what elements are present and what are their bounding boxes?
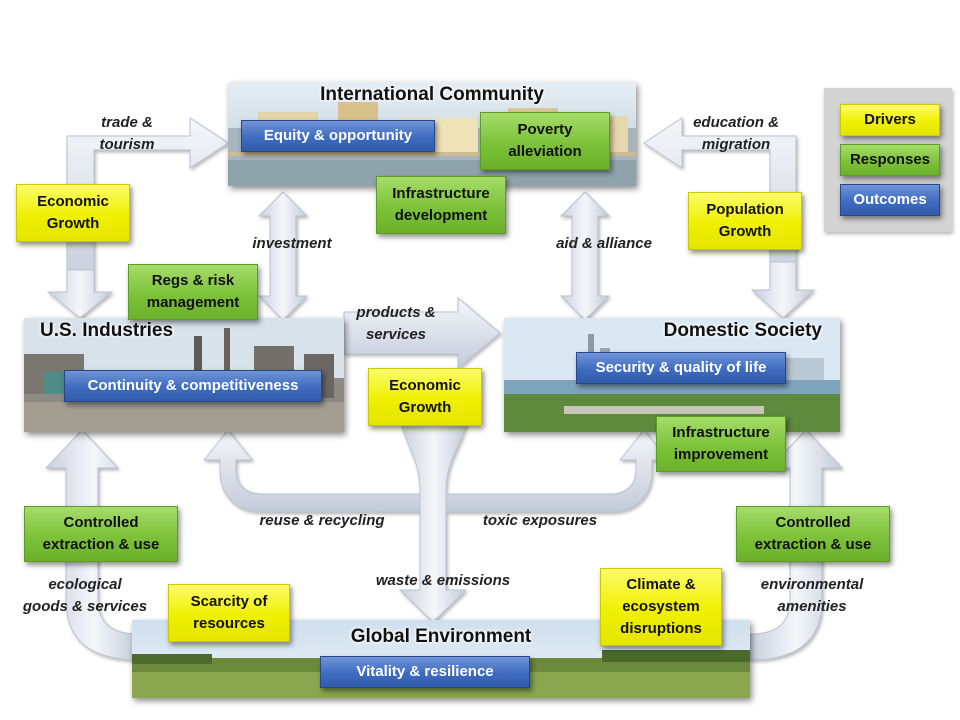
domestic-society-title: Domestic Society xyxy=(663,320,822,341)
legend-drivers: Drivers xyxy=(840,104,940,136)
driver-population-line-2: Growth xyxy=(718,223,772,240)
response-controlled-extraction-right: Controlled extraction & use xyxy=(736,506,890,562)
legend-responses: Responses xyxy=(840,144,940,176)
flow-label-aid-alliance: aid & alliance xyxy=(556,235,652,252)
flow-label-environmental-amenities: environmental amenities xyxy=(744,574,880,618)
flow-environmental-line-1: environmental xyxy=(760,576,864,593)
response-controlled-right-line-1: Controlled xyxy=(775,514,851,531)
international-community-title: International Community xyxy=(320,84,544,105)
driver-scarcity-line-1: Scarcity of xyxy=(190,593,268,610)
us-industries-title: U.S. Industries xyxy=(40,320,174,341)
outcome-vitality-resilience: Vitality & resilience xyxy=(320,656,530,688)
flow-ecological-line-2: goods & services xyxy=(22,598,148,615)
flow-ecological-line-1: ecological xyxy=(48,576,122,593)
flow-label-ecological-goods: ecological goods & services xyxy=(10,574,160,618)
legend: Drivers Responses Outcomes xyxy=(824,88,952,232)
flow-label-trade-tourism: trade & tourism xyxy=(86,112,168,156)
response-regs-line-1: Regs & risk xyxy=(151,272,235,289)
response-infra-dev-line-2: development xyxy=(394,207,488,224)
flow-education-line-1: education & xyxy=(693,114,779,131)
response-infrastructure-improvement: Infrastructure improvement xyxy=(656,416,786,472)
response-poverty-alleviation: Poverty alleviation xyxy=(480,112,610,170)
flow-products-line-1: products & xyxy=(356,304,436,321)
flow-label-products-services: products & services xyxy=(346,302,446,346)
response-infra-dev-line-1: Infrastructure xyxy=(392,185,490,202)
driver-climate-line-1: Climate & xyxy=(626,576,696,593)
driver-climate-line-3: disruptions xyxy=(620,620,702,637)
flow-label-toxic-exposures: toxic exposures xyxy=(482,512,598,529)
response-infra-imp-line-1: Infrastructure xyxy=(672,424,770,441)
driver-climate-line-2: ecosystem xyxy=(622,598,700,615)
products-services-arrow xyxy=(343,296,501,370)
driver-econ-left-line-1: Economic xyxy=(37,193,109,210)
global-environment-title: Global Environment xyxy=(350,626,532,647)
flow-products-line-2: services xyxy=(365,326,427,343)
driver-econ-center-line-2: Growth xyxy=(398,399,452,416)
flow-label-investment: investment xyxy=(252,235,332,252)
outcome-equity-opportunity: Equity & opportunity xyxy=(241,120,435,152)
response-controlled-left-line-1: Controlled xyxy=(63,514,139,531)
response-poverty-line-1: Poverty xyxy=(517,121,573,138)
response-controlled-extraction-left: Controlled extraction & use xyxy=(24,506,178,562)
driver-economic-growth-left: Economic Growth xyxy=(16,184,130,242)
waste-emissions-arrow xyxy=(398,399,469,623)
response-controlled-left-line-2: extraction & use xyxy=(42,536,160,553)
outcome-continuity-competitiveness: Continuity & competitiveness xyxy=(64,370,322,402)
driver-econ-left-line-2: Growth xyxy=(46,215,100,232)
flow-trade-line-2: tourism xyxy=(99,136,155,153)
investment-arrow xyxy=(257,191,309,321)
response-infrastructure-development: Infrastructure development xyxy=(376,176,506,234)
legend-outcomes: Outcomes xyxy=(840,184,940,216)
flow-trade-line-1: trade & xyxy=(101,114,153,131)
economic-growth-down-arrow xyxy=(46,269,114,319)
response-controlled-right-line-2: extraction & use xyxy=(754,536,872,553)
toxic-exposures-arrow xyxy=(445,429,670,513)
driver-population-line-1: Population xyxy=(706,201,784,218)
aid-alliance-arrow xyxy=(559,191,611,321)
reuse-recycling-arrow xyxy=(202,429,421,513)
flow-label-education-migration: education & migration xyxy=(680,112,792,156)
driver-scarcity-line-2: resources xyxy=(193,615,265,632)
driver-scarcity-of-resources: Scarcity of resources xyxy=(168,584,290,642)
response-regs-line-2: management xyxy=(146,294,240,311)
flow-environmental-line-2: amenities xyxy=(777,598,847,615)
outcome-security-quality-of-life: Security & quality of life xyxy=(576,352,786,384)
flow-label-reuse-recycling: reuse & recycling xyxy=(259,512,385,529)
driver-econ-center-line-1: Economic xyxy=(389,377,461,394)
population-down-arrow xyxy=(750,261,816,319)
flow-label-waste-emissions: waste & emissions xyxy=(375,572,511,589)
response-regs-risk-management: Regs & risk management xyxy=(128,264,258,320)
driver-population-growth: Population Growth xyxy=(688,192,802,250)
response-infra-imp-line-2: improvement xyxy=(673,446,769,463)
driver-climate-ecosystem-disruptions: Climate & ecosystem disruptions xyxy=(600,568,722,646)
flow-education-line-2: migration xyxy=(701,136,771,153)
driver-economic-growth-center: Economic Growth xyxy=(368,368,482,426)
response-poverty-line-2: alleviation xyxy=(508,143,582,160)
